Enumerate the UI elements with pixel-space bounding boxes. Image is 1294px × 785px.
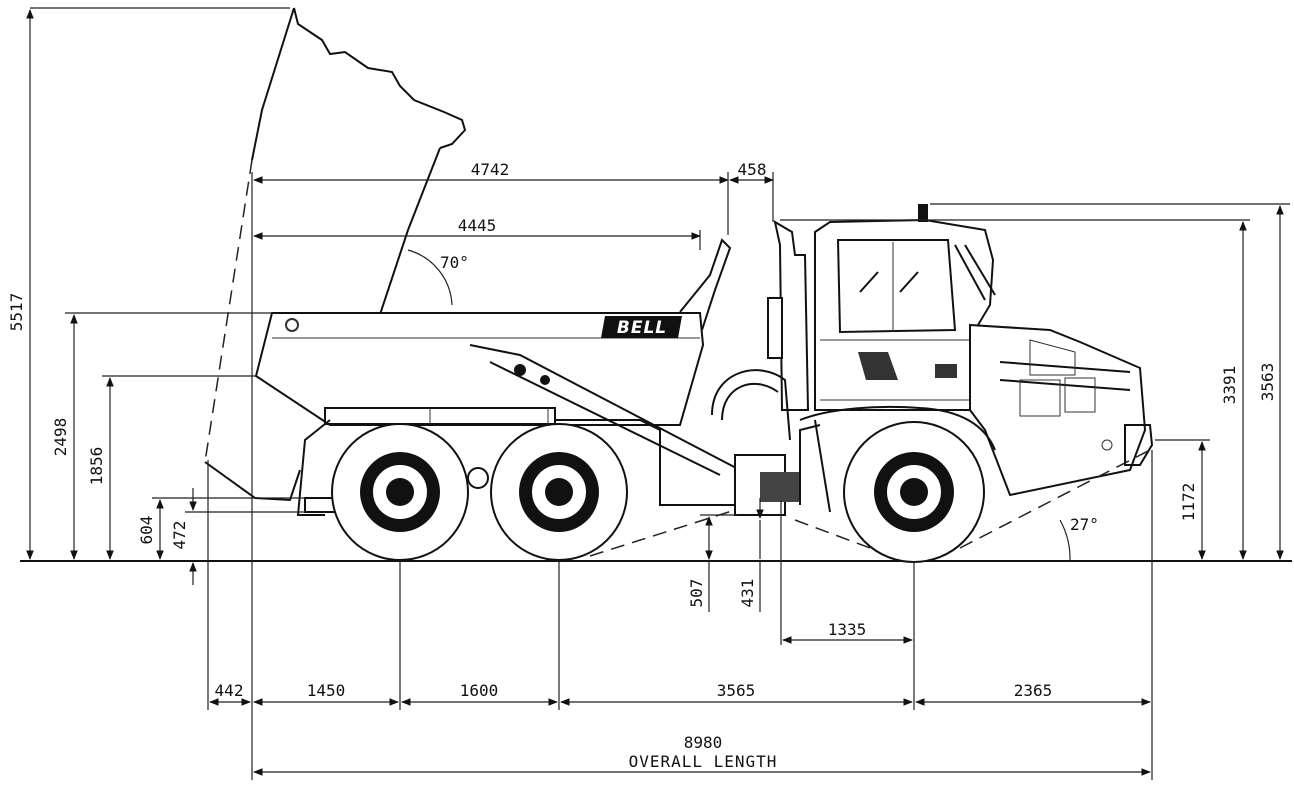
dimension-labels: 5517 4742 458 4445 70° 2498 1856 604 472… bbox=[7, 160, 1277, 771]
dim-body-length-tipped: 4742 bbox=[471, 160, 510, 179]
dim-front-axle-to-hitch: 1335 bbox=[828, 620, 867, 639]
truck-outline: BELL bbox=[204, 7, 1154, 563]
dim-body-side-height: 1856 bbox=[87, 447, 106, 486]
front-wheel bbox=[843, 421, 985, 563]
dim-front-overhang: 2365 bbox=[1014, 681, 1053, 700]
dim-rear-clearance-b: 472 bbox=[170, 521, 189, 550]
dim-overall-length-label: OVERALL LENGTH bbox=[629, 752, 778, 771]
dim-rear-axle-spacing: 1600 bbox=[460, 681, 499, 700]
dim-tail-offset: 458 bbox=[738, 160, 767, 179]
dim-rear-overhang-extra: 442 bbox=[215, 681, 244, 700]
dim-tip-angle: 70° bbox=[440, 253, 469, 272]
dim-ground-clearance-b: 431 bbox=[738, 579, 757, 608]
dim-ground-clearance-a: 507 bbox=[687, 579, 706, 608]
dim-approach-angle: 27° bbox=[1070, 515, 1099, 534]
dim-rear-clearance-a: 604 bbox=[137, 516, 156, 545]
dim-overall-length-value: 8980 bbox=[684, 733, 723, 752]
dim-bumper-height: 1172 bbox=[1179, 483, 1198, 522]
rear-wheel-2 bbox=[490, 423, 628, 561]
dim-tip-height: 5517 bbox=[7, 293, 26, 332]
dim-body-top-height: 2498 bbox=[51, 418, 70, 457]
logo-text: BELL bbox=[617, 318, 667, 338]
dim-body-inner-length: 4445 bbox=[458, 216, 497, 235]
rear-wheel-1 bbox=[331, 423, 469, 561]
dim-overall-height: 3563 bbox=[1258, 363, 1277, 402]
dim-cab-height: 3391 bbox=[1220, 366, 1239, 405]
dim-wheelbase: 3565 bbox=[717, 681, 756, 700]
bell-logo: BELL bbox=[601, 316, 682, 338]
dimension-lines bbox=[26, 7, 1290, 780]
dim-rear-overhang: 1450 bbox=[307, 681, 346, 700]
